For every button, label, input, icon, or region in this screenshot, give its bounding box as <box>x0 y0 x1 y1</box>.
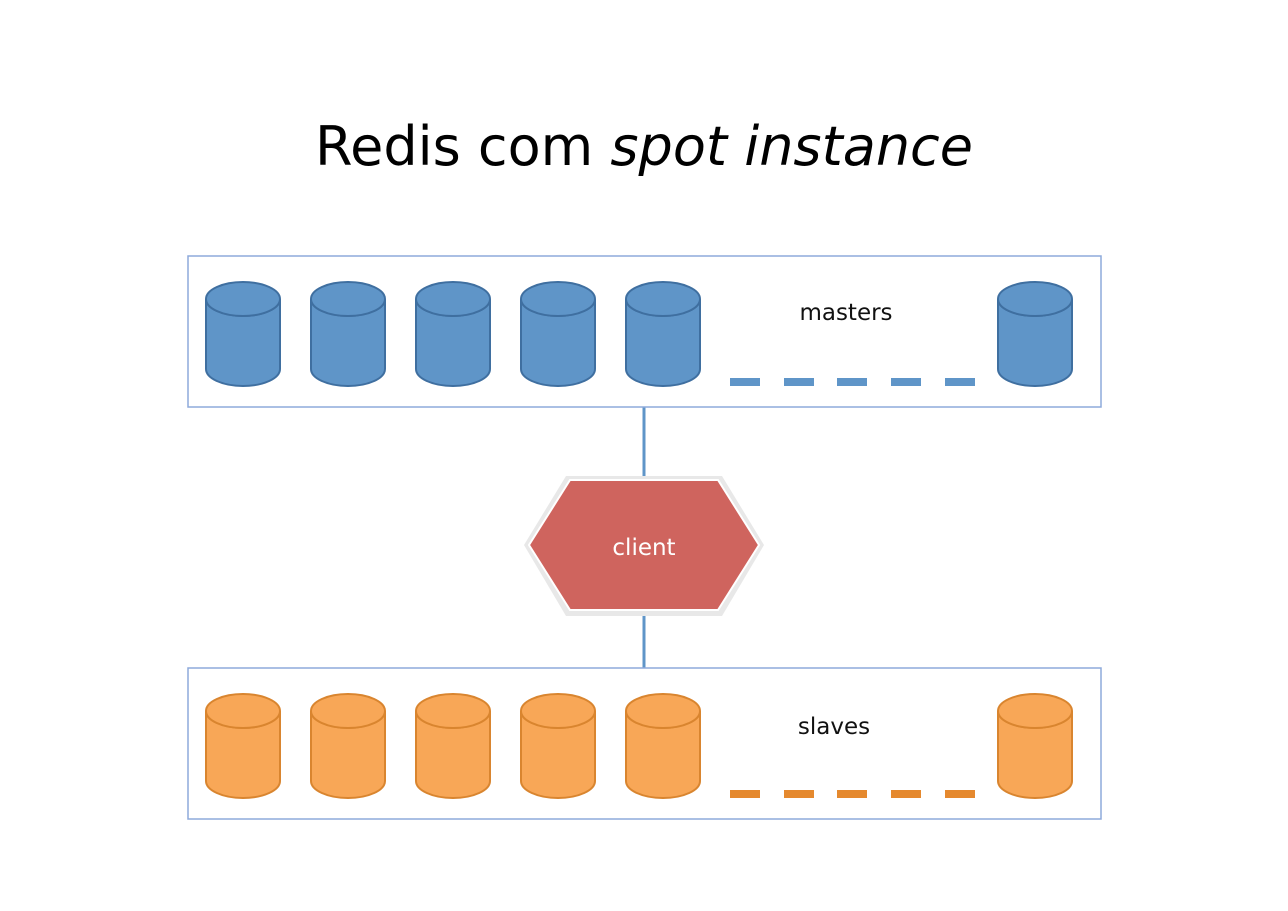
masters-dash-3 <box>837 378 867 386</box>
slaves-dash-1 <box>730 790 760 798</box>
masters-dash-4 <box>891 378 921 386</box>
masters-cylinder-2 <box>310 281 386 387</box>
slaves-group: slaves <box>187 667 1102 820</box>
masters-dash-5 <box>945 378 975 386</box>
masters-label: masters <box>799 300 892 326</box>
slaves-dash-4 <box>891 790 921 798</box>
masters-cylinder-4 <box>520 281 596 387</box>
masters-group: masters <box>187 255 1102 408</box>
masters-cylinder-6 <box>997 281 1073 387</box>
slaves-dash-2 <box>784 790 814 798</box>
slaves-cylinder-6 <box>997 693 1073 799</box>
masters-cylinder-1 <box>205 281 281 387</box>
client-hexagon <box>527 479 761 611</box>
client-node: client <box>524 476 764 616</box>
slaves-cylinder-1 <box>205 693 281 799</box>
client-label: client <box>612 535 675 561</box>
masters-dash-1 <box>730 378 760 386</box>
masters-cylinder-3 <box>415 281 491 387</box>
slaves-dash-3 <box>837 790 867 798</box>
slaves-cylinder-2 <box>310 693 386 799</box>
slaves-cylinder-4 <box>520 693 596 799</box>
slaves-label: slaves <box>798 714 870 740</box>
slaves-cylinder-5 <box>625 693 701 799</box>
slide-title: Redis com spot instance <box>0 112 1288 182</box>
masters-dash-2 <box>784 378 814 386</box>
slaves-dash-5 <box>945 790 975 798</box>
title-italic-text: spot instance <box>610 115 973 178</box>
slaves-cylinder-3 <box>415 693 491 799</box>
title-plain-text: Redis com <box>315 115 611 178</box>
masters-cylinder-5 <box>625 281 701 387</box>
